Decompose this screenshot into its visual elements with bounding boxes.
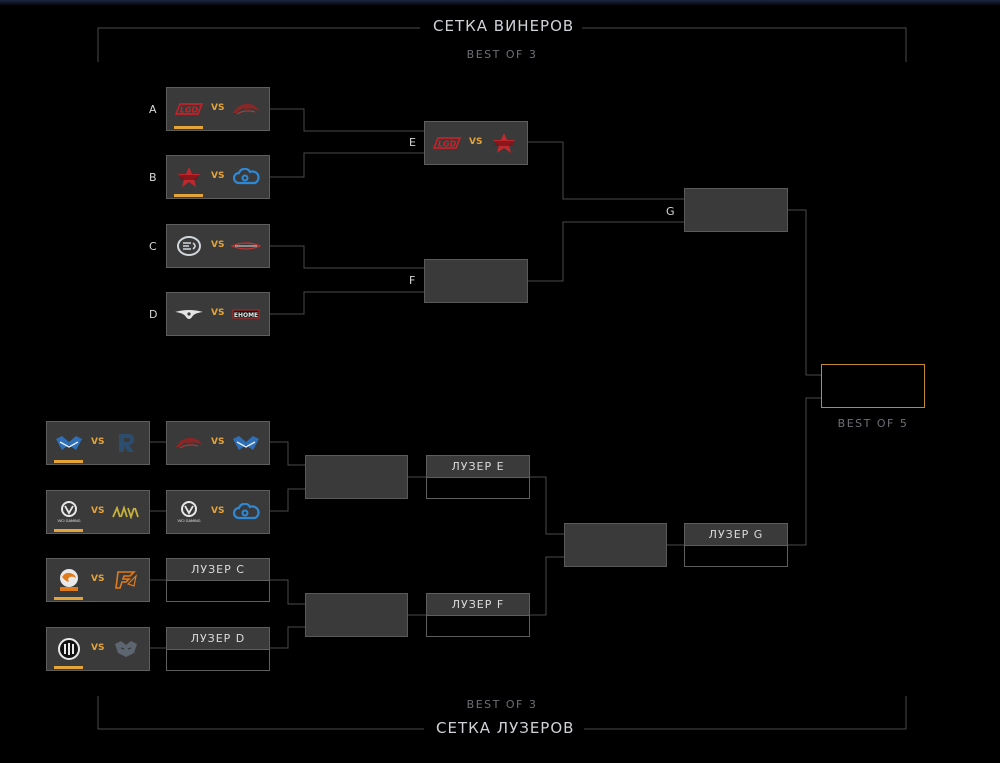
winner-indicator <box>54 666 83 669</box>
winner-indicator <box>54 460 83 463</box>
vs-label: VS <box>91 506 105 516</box>
losers-bracket-title: СЕТКА ЛУЗЕРОВ <box>424 719 584 737</box>
ig-logo <box>489 130 519 156</box>
virtuspro-logo <box>54 567 84 593</box>
slot-loser-c[interactable]: ЛУЗЕР C <box>166 558 270 602</box>
svg-text:VICI GAMING: VICI GAMING <box>177 519 200 523</box>
slot-loser-e[interactable]: ЛУЗЕР E <box>426 455 530 499</box>
vs-label: VS <box>91 437 105 447</box>
match-label-b: B <box>149 171 157 184</box>
winners-best-of: BEST OF 3 <box>466 48 538 61</box>
match-label-f: F <box>409 274 416 287</box>
slot-loser-d[interactable]: ЛУЗЕР D <box>166 627 270 671</box>
winner-indicator <box>174 126 203 129</box>
secret-logo <box>174 301 204 327</box>
wings-logo <box>231 96 261 122</box>
match-e[interactable]: LGD VS <box>424 121 528 165</box>
ragnarok-logo <box>111 430 141 456</box>
slot-label: ЛУЗЕР G <box>685 524 787 546</box>
match-l3[interactable]: VS <box>46 558 150 602</box>
wings-logo <box>174 430 204 456</box>
vs-label: VS <box>91 574 105 584</box>
match-label-d: D <box>149 308 158 321</box>
ehome-logo: EHOME <box>231 301 261 327</box>
match-g[interactable] <box>684 188 788 232</box>
slot-loser-f[interactable]: ЛУЗЕР F <box>426 593 530 637</box>
grand-final[interactable] <box>821 364 925 408</box>
winner-indicator <box>174 194 203 197</box>
wolf-logo <box>111 636 141 662</box>
fnatic-logo <box>111 567 141 593</box>
lgd-logo: LGD <box>432 130 462 156</box>
match-l9[interactable] <box>564 523 667 567</box>
mvp-logo <box>231 430 261 456</box>
match-d[interactable]: VS EHOME <box>166 292 270 336</box>
lgd-logo: LGD <box>174 96 204 122</box>
vs-label: VS <box>211 103 225 113</box>
vs-label: VS <box>211 308 225 318</box>
wings-logo <box>231 233 261 259</box>
match-label-g: G <box>666 205 675 218</box>
vs-label: VS <box>211 240 225 250</box>
vs-label: VS <box>91 643 105 653</box>
losers-best-of: BEST OF 3 <box>466 698 538 711</box>
svg-text:EHOME: EHOME <box>234 312 258 319</box>
match-label-a: A <box>149 103 157 116</box>
match-l2[interactable]: VICI GAMING VS <box>46 490 150 534</box>
match-l8[interactable] <box>305 593 408 637</box>
svg-text:LGD: LGD <box>438 140 457 149</box>
match-a[interactable]: LGD VS <box>166 87 270 131</box>
svg-text:LGD: LGD <box>180 106 199 115</box>
vs-label: VS <box>211 437 225 447</box>
navi-logo <box>111 499 141 525</box>
slot-label: ЛУЗЕР E <box>427 456 529 478</box>
match-label-e: E <box>409 136 416 149</box>
winner-indicator <box>54 597 83 600</box>
ig-logo <box>174 164 204 190</box>
match-l5[interactable]: VS <box>166 421 270 465</box>
cloud9-logo <box>231 164 261 190</box>
invictus-logo <box>54 636 84 662</box>
top-glow <box>0 0 1000 6</box>
slot-loser-g[interactable]: ЛУЗЕР G <box>684 523 788 567</box>
match-label-c: C <box>149 240 157 253</box>
match-b[interactable]: VS <box>166 155 270 199</box>
match-l7[interactable] <box>305 455 408 499</box>
match-l4[interactable]: VS <box>46 627 150 671</box>
eg-logo <box>174 233 204 259</box>
cloud9-logo <box>231 499 261 525</box>
slot-label: ЛУЗЕР D <box>167 628 269 650</box>
winners-bracket-title: СЕТКА ВИНЕРОВ <box>421 17 581 35</box>
vg-logo: VICI GAMING <box>174 499 204 525</box>
slot-label: ЛУЗЕР C <box>167 559 269 581</box>
vs-label: VS <box>211 506 225 516</box>
vs-label: VS <box>469 137 483 147</box>
svg-text:VICI GAMING: VICI GAMING <box>57 519 80 523</box>
match-l1[interactable]: VS <box>46 421 150 465</box>
final-best-of: BEST OF 5 <box>837 417 909 430</box>
vg-logo: VICI GAMING <box>54 499 84 525</box>
match-c[interactable]: VS <box>166 224 270 268</box>
vs-label: VS <box>211 171 225 181</box>
mvp-logo <box>54 430 84 456</box>
match-l6[interactable]: VICI GAMING VS <box>166 490 270 534</box>
match-f[interactable] <box>424 259 528 303</box>
slot-label: ЛУЗЕР F <box>427 594 529 616</box>
winner-indicator <box>54 529 83 532</box>
